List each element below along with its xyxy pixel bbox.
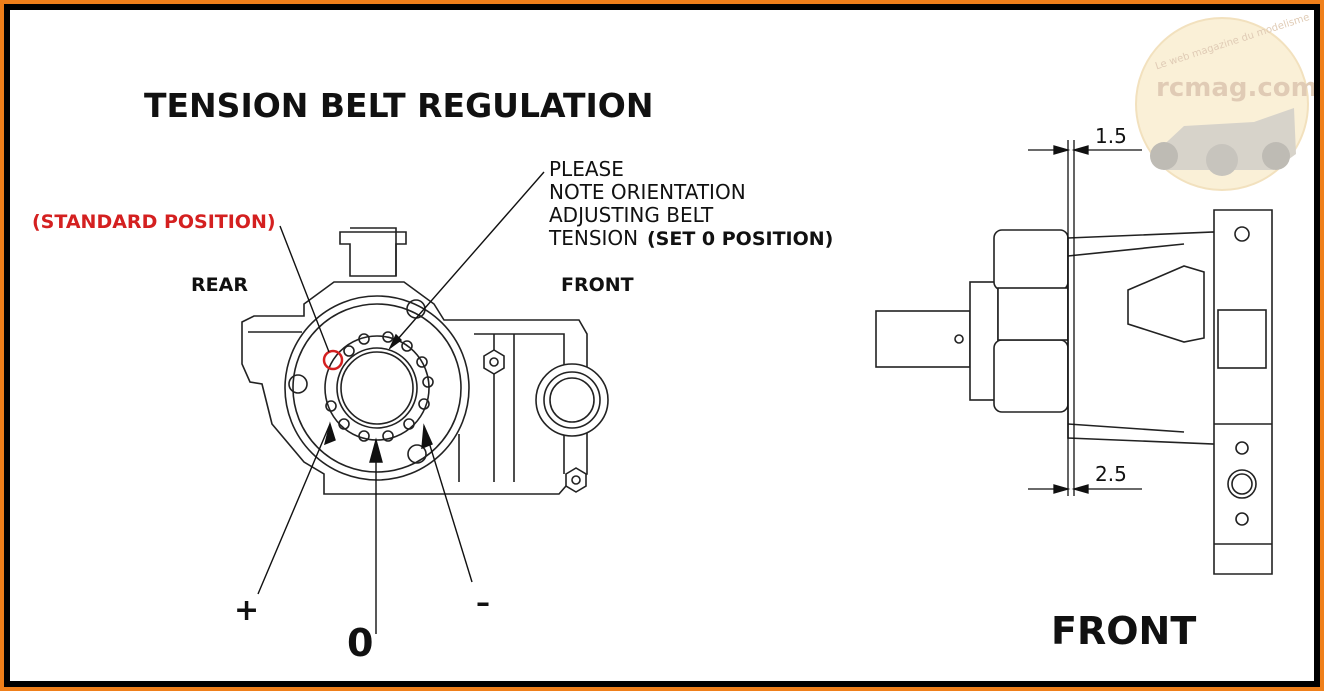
front-bottom-label: FRONT (1051, 609, 1196, 653)
front-top-label: FRONT (561, 274, 634, 296)
note-line-4b: (SET 0 POSITION) (647, 228, 833, 250)
leader-lines (257, 171, 545, 634)
side-view-drawing (875, 209, 1273, 575)
diagram-canvas: rcmag.com Le web magazine du modelisme T… (10, 10, 1314, 681)
note-line-3: ADJUSTING BELT (549, 203, 714, 227)
note-line-4a: TENSION (548, 226, 638, 250)
watermark-logo-text: rcmag.com (1156, 73, 1314, 103)
note-line-1: PLEASE (549, 157, 624, 181)
diagram-svg: rcmag.com Le web magazine du modelisme T… (32, 12, 1314, 665)
standard-position-label: (STANDARD POSITION) (32, 211, 276, 233)
dimension-top: 1.5 (1095, 124, 1127, 148)
dimension-lines (1028, 140, 1142, 496)
minus-label: – (476, 586, 490, 619)
rear-label: REAR (191, 274, 248, 296)
rcmag-watermark: rcmag.com Le web magazine du modelisme (1135, 12, 1314, 191)
note-line-2: NOTE ORIENTATION (549, 180, 746, 204)
page-title: TENSION BELT REGULATION (144, 86, 653, 125)
dimension-bottom: 2.5 (1095, 462, 1127, 486)
standard-position-marker (322, 349, 344, 371)
plus-label: + (234, 593, 259, 628)
zero-label: 0 (347, 621, 373, 665)
